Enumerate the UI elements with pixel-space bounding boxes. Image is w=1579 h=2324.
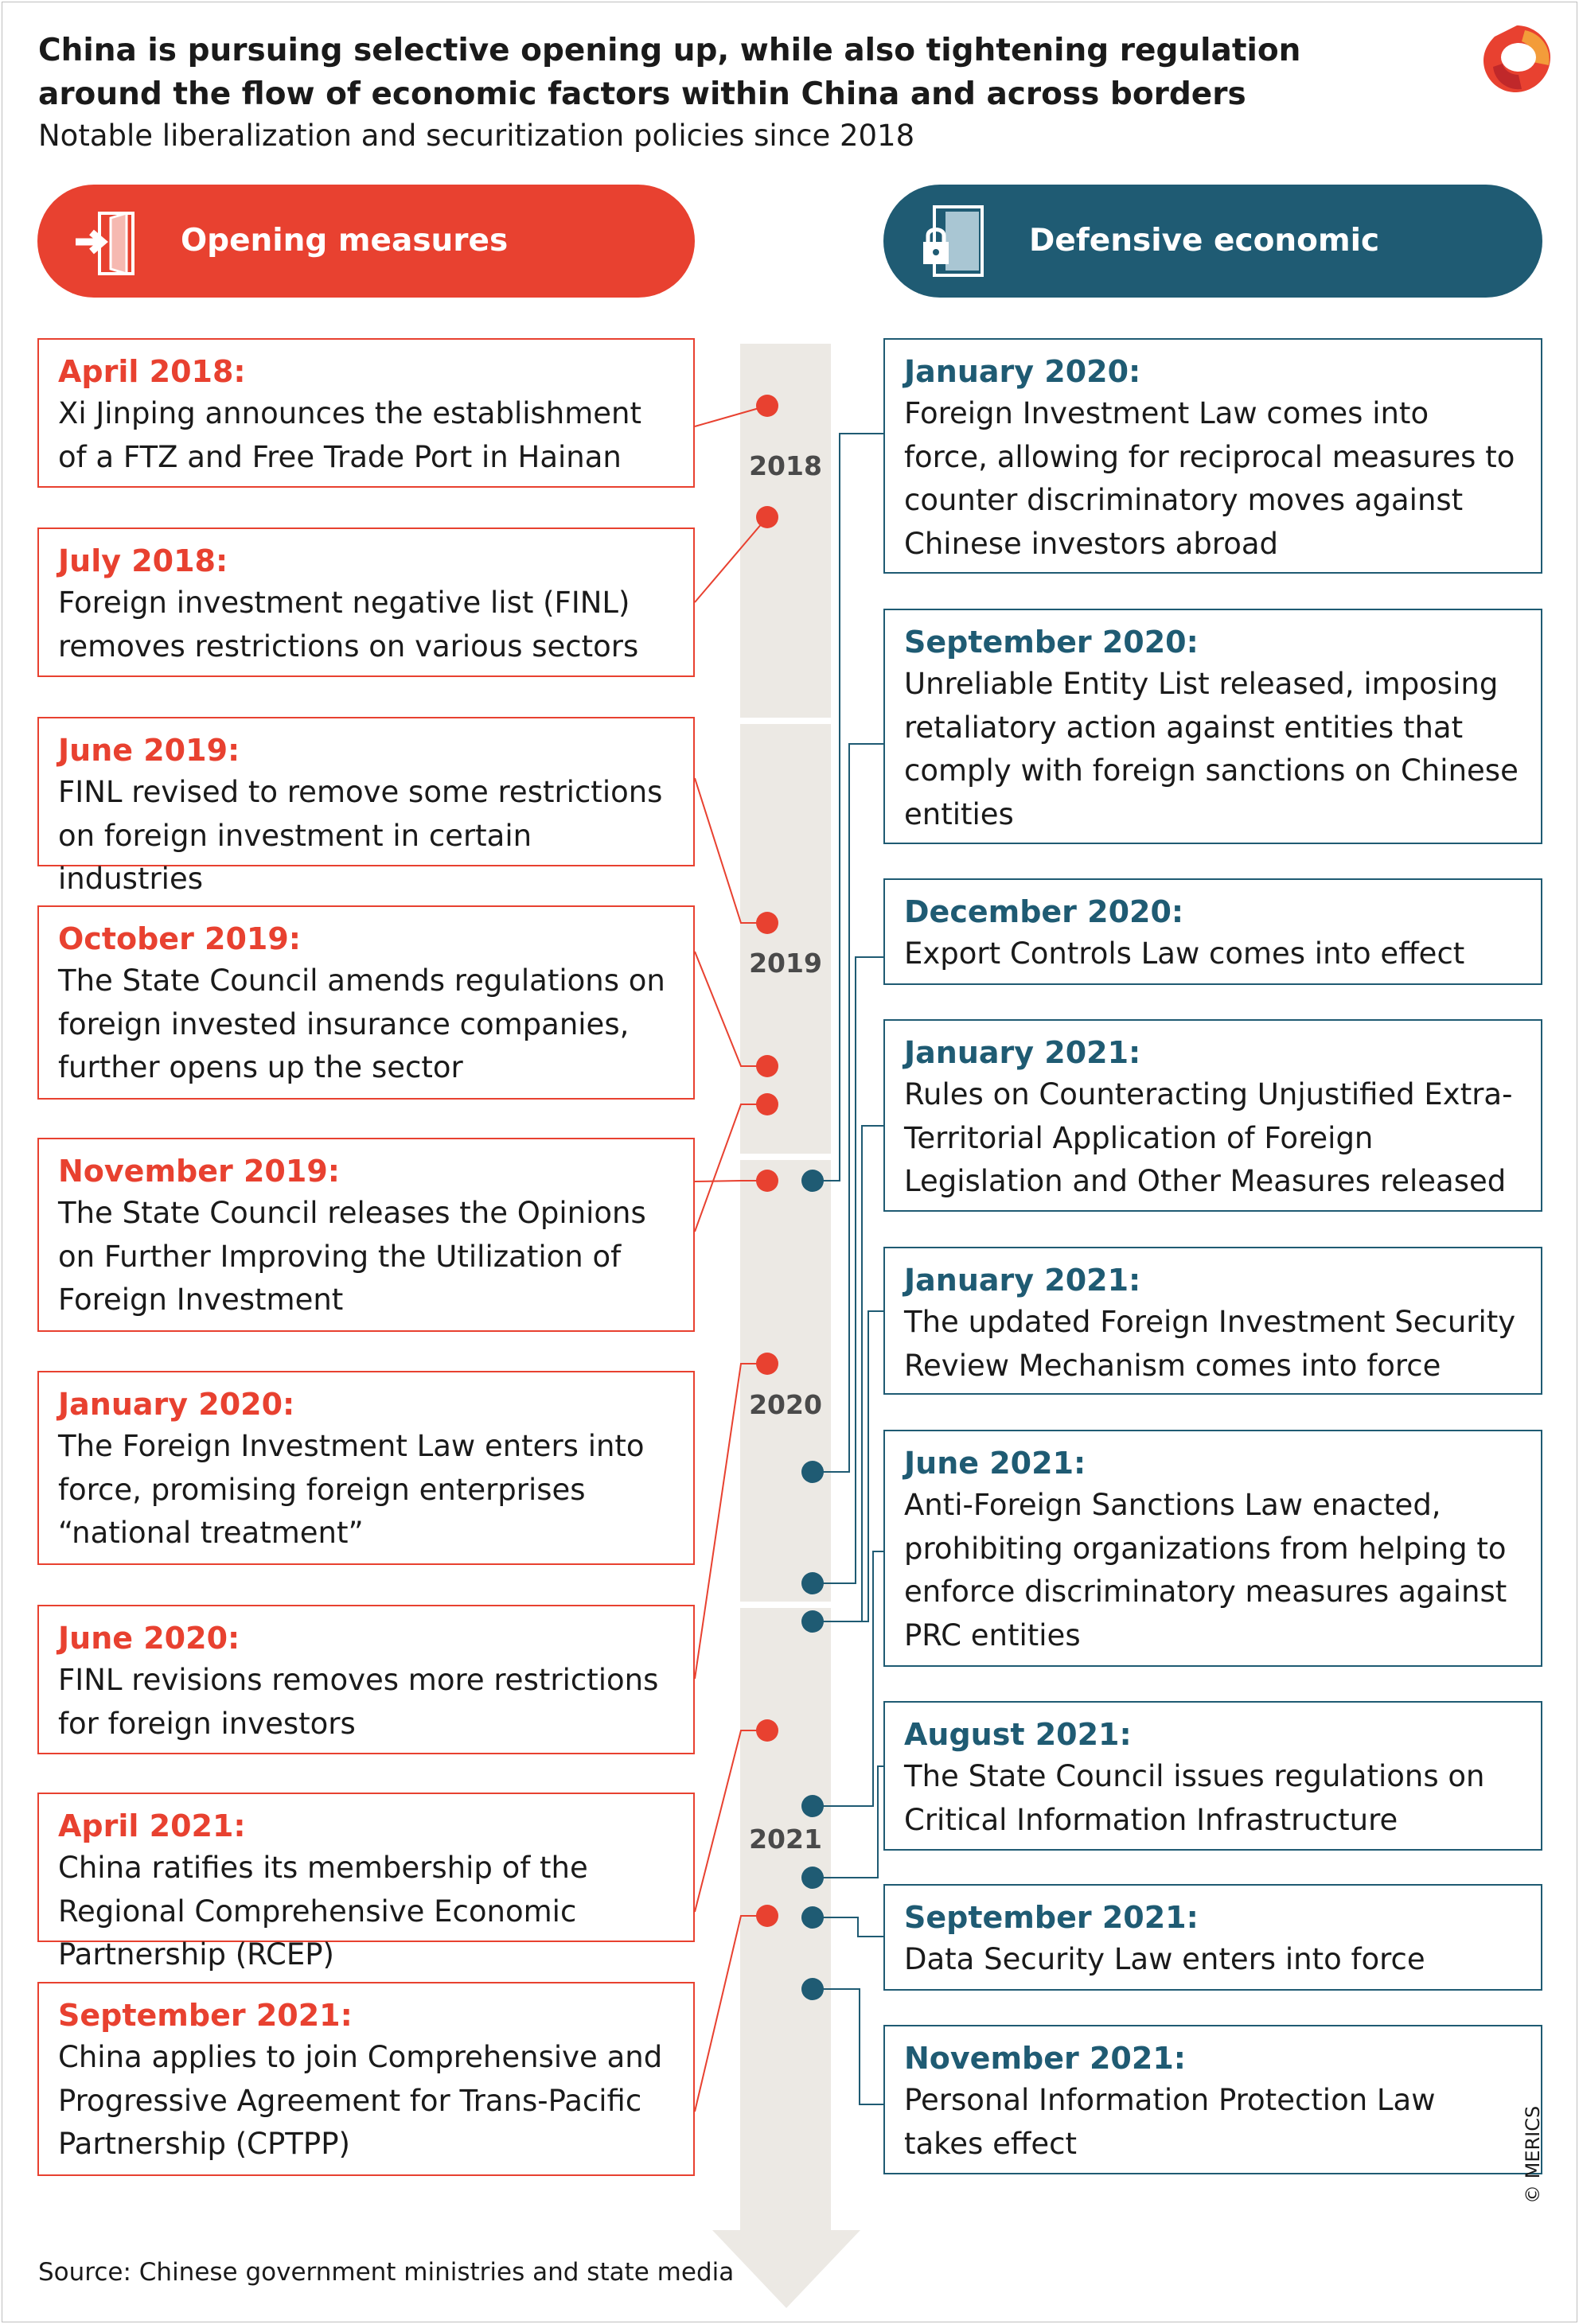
- measure-description: The State Council releases the Opinions …: [58, 1196, 646, 1317]
- timeline-band-2018: [740, 344, 831, 718]
- opening-measure-card: July 2018: Foreign investment negative l…: [37, 527, 695, 677]
- measure-description: China applies to join Comprehensive and …: [58, 2040, 663, 2161]
- measure-date: June 2021:: [904, 1446, 1086, 1481]
- opening-measure-card: June 2019: FINL revised to remove some r…: [37, 717, 695, 896]
- measure-date: October 2019:: [58, 921, 302, 956]
- measure-date: June 2019:: [58, 733, 240, 768]
- measure-description: Xi Jinping announces the establishment o…: [58, 396, 641, 474]
- measure-date: January 2020:: [58, 1387, 295, 1422]
- measure-description: Foreign investment negative list (FINL) …: [58, 586, 639, 664]
- measure-description: The State Council issues regulations on …: [904, 1759, 1485, 1837]
- measure-description: Anti-Foreign Sanctions Law enacted, proh…: [904, 1488, 1507, 1652]
- measure-date: November 2019:: [58, 1154, 340, 1189]
- measure-description: China ratifies its membership of the Reg…: [58, 1851, 588, 1972]
- measure-date: September 2020:: [904, 625, 1199, 660]
- page-subtitle: Notable liberalization and securitizatio…: [38, 119, 915, 153]
- measure-description: Rules on Counteracting Unjustified Extra…: [904, 1077, 1513, 1198]
- copyright-note: © MERICS: [1522, 2105, 1544, 2204]
- source-note: Source: Chinese government ministries an…: [38, 2258, 735, 2287]
- measure-date: August 2021:: [904, 1717, 1132, 1752]
- opening-measure-card: September 2021: China applies to join Co…: [37, 1982, 695, 2176]
- opening-measure-card: June 2020: FINL revisions removes more r…: [37, 1605, 695, 1754]
- lock-door-icon: [923, 205, 984, 277]
- opening-measures-header: Opening measures: [37, 185, 695, 298]
- measure-description: FINL revisions removes more restrictions…: [58, 1663, 659, 1741]
- opening-measure-card: November 2019: The State Council release…: [37, 1138, 695, 1332]
- measure-date: July 2018:: [58, 543, 228, 578]
- defensive-measure-card: August 2021: The State Council issues re…: [883, 1701, 1542, 1851]
- measure-description: Personal Information Protection Law take…: [904, 2083, 1436, 2161]
- timeline-band-2019: [740, 724, 831, 1154]
- defensive-measures-header: Defensive economic measures: [883, 185, 1542, 372]
- door-exit-icon: [76, 211, 135, 276]
- measure-date: November 2021:: [904, 2041, 1186, 2076]
- measure-description: Foreign Investment Law comes into force,…: [904, 396, 1515, 561]
- timeline-band-2021: [712, 1608, 860, 2308]
- defensive-measure-card: December 2020: Export Controls Law comes…: [883, 878, 1542, 985]
- measure-description: Export Controls Law comes into effect: [904, 936, 1465, 971]
- measure-date: January 2021:: [904, 1035, 1141, 1070]
- year-label-2020: 2020: [749, 1389, 822, 1420]
- opening-measure-card: April 2018: Xi Jinping announces the est…: [37, 338, 695, 488]
- measure-date: April 2018:: [58, 354, 246, 389]
- measure-date: April 2021:: [58, 1808, 246, 1843]
- opening-measure-card: April 2021: China ratifies its membershi…: [37, 1793, 695, 1972]
- measure-description: The updated Foreign Investment Security …: [904, 1305, 1516, 1383]
- opening-measure-card: January 2020: The Foreign Investment Law…: [37, 1371, 695, 1565]
- defensive-measure-card: January 2020: Foreign Investment Law com…: [883, 338, 1542, 574]
- measure-date: September 2021:: [58, 1998, 353, 2033]
- year-label-2019: 2019: [749, 948, 822, 979]
- opening-measure-card: October 2019: The State Council amends r…: [37, 905, 695, 1100]
- measure-description: Data Security Law enters into force: [904, 1942, 1425, 1976]
- year-label-2018: 2018: [749, 450, 822, 481]
- measure-description: The State Council amends regulations on …: [58, 963, 665, 1084]
- defensive-measure-card: September 2021: Data Security Law enters…: [883, 1884, 1542, 1991]
- measure-date: January 2020:: [904, 354, 1141, 389]
- measure-date: September 2021:: [904, 1900, 1199, 1935]
- measure-date: December 2020:: [904, 894, 1184, 929]
- defensive-measure-card: June 2021: Anti-Foreign Sanctions Law en…: [883, 1430, 1542, 1667]
- defensive-measure-card: November 2021: Personal Information Prot…: [883, 2025, 1542, 2174]
- timeline-band-2020: [740, 1160, 831, 1602]
- opening-measures-label: Opening measures: [181, 223, 509, 259]
- measure-description: FINL revised to remove some restrictions…: [58, 775, 663, 896]
- page-title: China is pursuing selective opening up, …: [38, 33, 1301, 112]
- defensive-measure-card: September 2020: Unreliable Entity List r…: [883, 609, 1542, 844]
- merics-logo-icon: [1483, 25, 1550, 92]
- measure-date: June 2020:: [58, 1621, 240, 1656]
- measure-date: January 2021:: [904, 1263, 1141, 1298]
- year-label-2021: 2021: [749, 1824, 822, 1855]
- measure-description: Unreliable Entity List released, imposin…: [904, 667, 1519, 831]
- defensive-measure-card: January 2021: The updated Foreign Invest…: [883, 1247, 1542, 1395]
- measure-description: The Foreign Investment Law enters into f…: [58, 1429, 645, 1550]
- defensive-measure-card: January 2021: Rules on Counteracting Unj…: [883, 1019, 1542, 1212]
